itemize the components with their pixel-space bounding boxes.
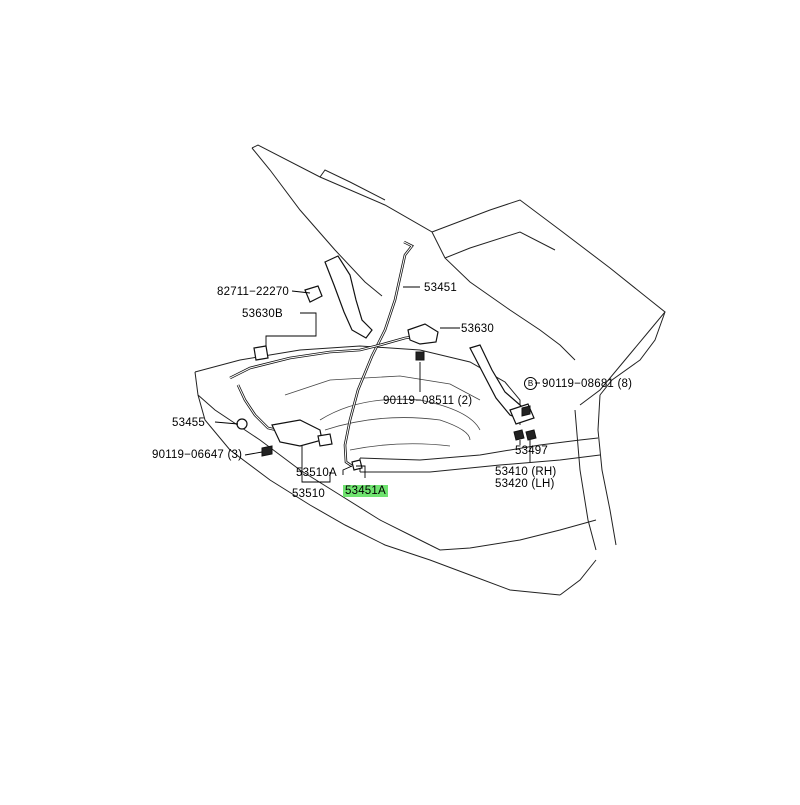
hood-lock-assembly — [271, 419, 323, 447]
callout-side: (LH) — [531, 478, 555, 490]
callout-53420: 53420 (LH) — [495, 477, 555, 491]
callout-53497: 53497 — [515, 445, 548, 457]
fender-outline — [431, 199, 666, 406]
highlighted-part-number: 53451A — [343, 485, 388, 497]
callout-90119-08681: 90119−08681 (8) — [542, 377, 632, 391]
grommet-53455 — [236, 418, 248, 430]
hood-panel-outline — [251, 144, 576, 361]
callout-quantity: (2) — [457, 395, 473, 407]
callout-53455: 53455 — [172, 417, 205, 429]
support-rod-holder — [351, 459, 363, 471]
callout-90119-08511: 90119−08511 (2) — [383, 394, 472, 408]
clip-82711 — [304, 285, 323, 303]
callout-53630B: 53630B — [242, 308, 283, 320]
callout-quantity: (8) — [617, 378, 633, 390]
engine-bay-outline — [194, 345, 521, 425]
callout-53451: 53451 — [424, 282, 457, 294]
hood-lock-striker — [324, 255, 373, 339]
callout-part-number: 53420 — [495, 478, 528, 490]
callout-82711-22270: 82711−22270 — [217, 286, 290, 298]
callout-side: (RH) — [531, 466, 557, 478]
callout-part-number: 90119−08681 — [542, 378, 615, 390]
clamp-53630B — [253, 345, 269, 361]
callout-53451A: 53451A — [343, 484, 388, 498]
callout-part-number: 90119−08511 — [383, 395, 455, 407]
callout-53510: 53510 — [292, 488, 325, 500]
callout-53410: 53410 (RH) — [495, 465, 556, 479]
callout-quantity: (3) — [227, 449, 243, 461]
callout-part-number: 90119−06647 — [152, 449, 225, 461]
bolt-90119-06647 — [261, 445, 273, 457]
clamp-53630 — [407, 323, 439, 345]
bolt-90119-08511 — [415, 351, 425, 361]
reference-marker-b: B — [524, 377, 537, 390]
callout-53630: 53630 — [461, 323, 494, 335]
callout-53510A: 53510A — [296, 467, 337, 479]
callout-part-number: 53410 — [495, 466, 528, 478]
hood-support-rod — [343, 240, 414, 468]
callout-90119-06647: 90119−06647 (3) — [152, 448, 242, 462]
